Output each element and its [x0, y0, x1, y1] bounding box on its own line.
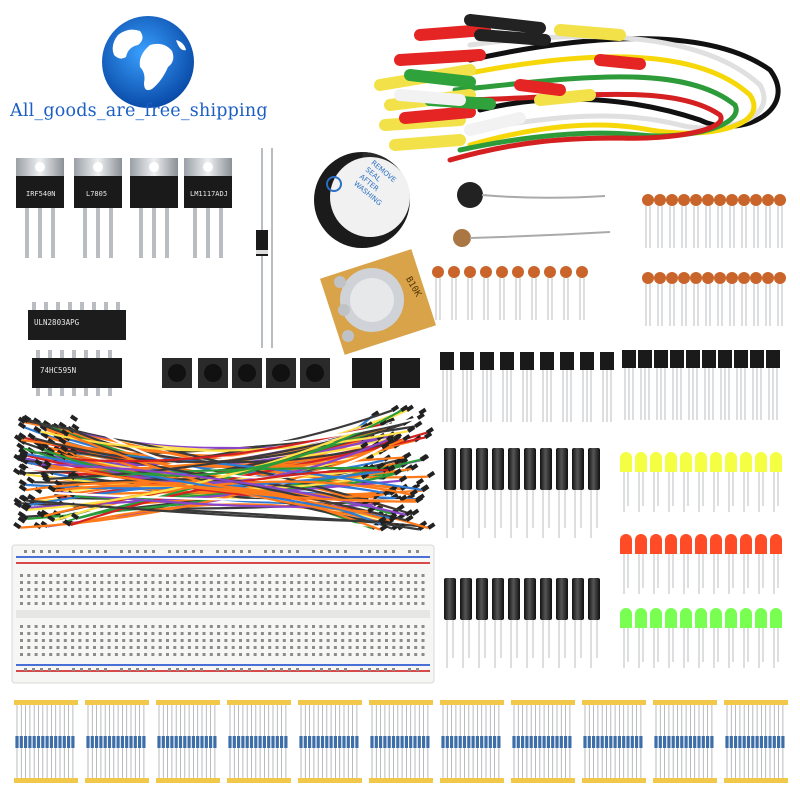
- transistors: [440, 350, 780, 422]
- chip-label-2: 74HC595N: [40, 366, 77, 375]
- push-buttons: [162, 358, 330, 388]
- voltage-regulators: [16, 158, 232, 258]
- regulator-label-1: IRF540N: [26, 190, 56, 198]
- resistors: [14, 700, 788, 783]
- breadboard: [11, 544, 435, 684]
- leds: [620, 452, 782, 668]
- diodes: [256, 148, 273, 348]
- regulator-label-2: L7805: [86, 190, 108, 198]
- potentiometer: [319, 249, 437, 355]
- regulator-label-4: LM1117ADJ: [190, 190, 228, 198]
- chip-label-1: ULN2803APG: [34, 318, 80, 327]
- globe-icon: [102, 16, 194, 108]
- ceramic-capacitors: [432, 194, 786, 326]
- dip-chips: [28, 302, 420, 396]
- electrolytic-capacitors: [444, 448, 600, 668]
- buzzer: [314, 152, 410, 248]
- jumper-wires: [12, 404, 436, 532]
- store-slogan: All_goods_are_free_shipping: [10, 101, 268, 121]
- alligator-clip-leads: [374, 14, 781, 163]
- thermistor-and-ldr: [453, 182, 611, 247]
